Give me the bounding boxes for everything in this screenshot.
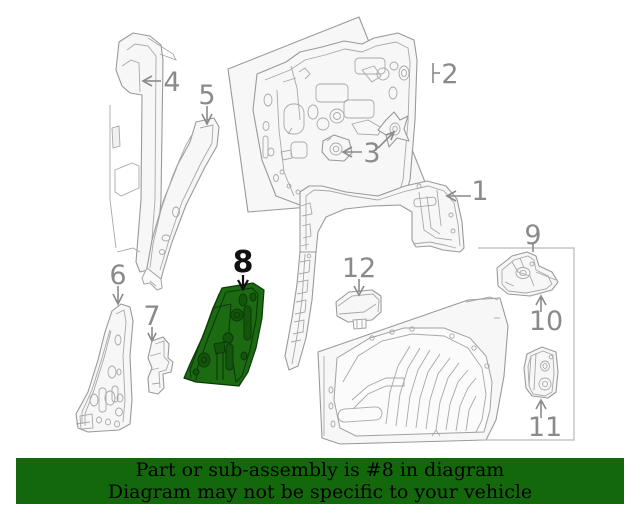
part-11-striker-reinforcement-plate xyxy=(523,346,559,399)
part-1-wheelhouse-upper-reinforcement xyxy=(284,180,465,371)
callout-label-4: 4 xyxy=(163,67,180,98)
callout-label-6: 6 xyxy=(109,260,126,291)
banner-line-2: Diagram may not be specific to your vehi… xyxy=(107,481,533,503)
part-7-pillar-bracket xyxy=(147,336,174,395)
part-10-seat-belt-anchor-bracket xyxy=(496,251,559,297)
part-13-wheelhouse-inner-panel xyxy=(317,296,509,445)
callout-leaders xyxy=(112,63,547,418)
callout-label-12: 12 xyxy=(342,253,376,284)
part-5-pillar-reinforcement xyxy=(141,117,220,291)
part-2-rear-body-panel xyxy=(227,16,432,213)
callout-label-10: 10 xyxy=(529,306,563,337)
part-3-body-brackets xyxy=(321,111,410,162)
callout-label-3: 3 xyxy=(363,138,380,169)
callout-label-1: 1 xyxy=(471,176,488,207)
callout-label-5: 5 xyxy=(198,80,215,111)
part-8-highlighted-reinforcement xyxy=(183,282,265,387)
banner-line-1: Part or sub-assembly is #8 in diagram xyxy=(135,459,505,481)
callout-label-8: 8 xyxy=(233,245,254,280)
part-6-hinge-pillar-reinforcement xyxy=(75,303,134,433)
callout-label-9: 9 xyxy=(524,220,541,251)
part-12-trim-cap xyxy=(335,289,382,330)
info-banner: Part or sub-assembly is #8 in diagram Di… xyxy=(16,458,624,504)
callout-label-2: 2 xyxy=(441,59,458,90)
part-9-inset-box xyxy=(478,247,575,441)
part-4-pillar-outer-panel xyxy=(109,32,177,273)
callout-label-7: 7 xyxy=(143,301,160,332)
callout-label-11: 11 xyxy=(528,412,562,443)
